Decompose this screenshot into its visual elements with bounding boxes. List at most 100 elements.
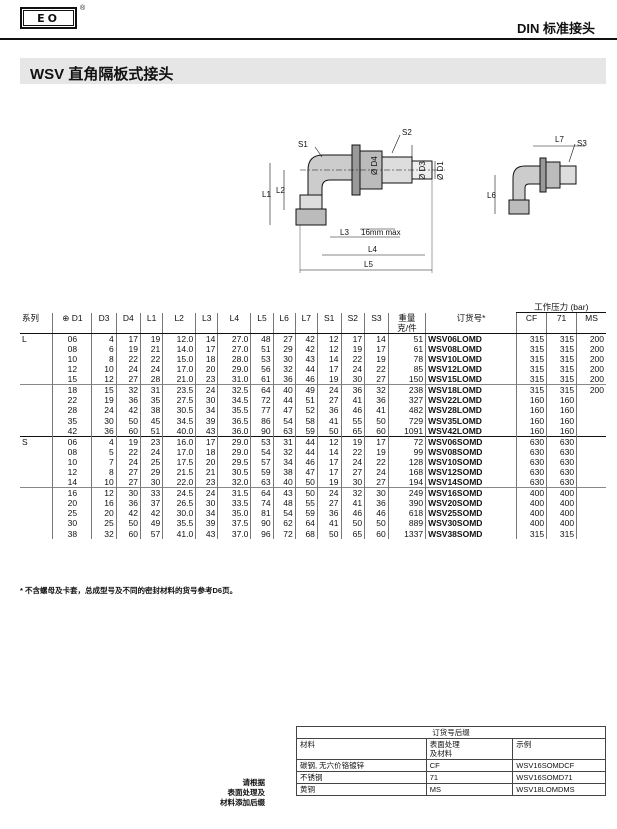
table-cell: 8 (91, 467, 117, 478)
table-cell: 37.5 (217, 518, 251, 529)
table-cell (576, 425, 606, 437)
table-cell: 27 (316, 395, 342, 406)
col-l5: L5 (250, 312, 274, 334)
col-series: 系列 (20, 312, 53, 334)
table-cell: 32 (364, 384, 389, 396)
table-cell: 38 (140, 405, 163, 416)
table-cell: 50 (115, 518, 141, 529)
col-l7: L7 (294, 312, 318, 334)
table-cell: 96 (250, 528, 274, 539)
table-cell (576, 467, 606, 478)
table-cell: 90 (250, 518, 274, 529)
table-cell: 315 (516, 332, 547, 344)
cell-series (20, 344, 53, 354)
table-cell: 238 (387, 384, 426, 396)
table-cell: 63 (272, 425, 296, 437)
table-cell: 12 (316, 343, 342, 354)
table-cell: 37.0 (217, 528, 251, 539)
table-cell: 729 (387, 415, 426, 426)
table-cell: 49 (140, 518, 163, 529)
table-cell: 62 (272, 518, 296, 529)
table-cell: 34 (195, 405, 218, 416)
table-cell: 22 (364, 456, 389, 467)
table-cell: 22 (115, 353, 141, 365)
table-cell: 30 (115, 487, 141, 499)
suffix-row-example: WSV18LOMDMS (512, 783, 606, 796)
table-cell: 315 (516, 374, 547, 385)
table-cell: 30 (140, 477, 163, 488)
table-cell: 19 (316, 374, 342, 385)
table-cell: 42 (294, 332, 318, 344)
table-cell (576, 395, 606, 406)
table-cell: WSV08LOMD (425, 343, 517, 354)
table-cell: WSV10SOMD (425, 456, 517, 467)
table-cell: 61 (250, 374, 274, 385)
table-cell: 160 (546, 405, 577, 416)
table-cell: 37 (140, 498, 163, 509)
fitting-drawing: S1 S2 L1 L2 L3 16mm max L4 L5 Ø D4 Ø D3 … (262, 128, 445, 273)
table-cell: 31 (140, 384, 163, 396)
table-cell: 160 (516, 405, 547, 416)
suffix-row-material: 不锈钢 (296, 771, 427, 784)
table-cell: 55 (340, 415, 365, 426)
section-title: DIN 标准接头 (516, 21, 595, 36)
table-cell: 52 (294, 405, 318, 416)
label-d1: Ø D1 (436, 161, 445, 180)
col-s3: S3 (364, 312, 389, 334)
table-cell: 12.0 (162, 332, 196, 344)
table-cell: 160 (546, 395, 577, 406)
label-l7: L7 (555, 135, 564, 144)
table-cell: 51 (294, 395, 318, 406)
table-cell: 61 (387, 343, 426, 354)
cell-series (20, 374, 53, 385)
table-cell: 42 (115, 508, 141, 519)
table-cell: 49 (294, 384, 318, 396)
table-cell: 22 (140, 353, 163, 365)
table-cell: 48 (272, 498, 296, 509)
suffix-head-material: 材料 (296, 738, 427, 760)
table-cell: 12 (91, 374, 117, 385)
table-cell: 19 (364, 446, 389, 457)
table-cell: 47 (294, 467, 318, 478)
table-cell: 17 (364, 343, 389, 354)
spec-table: 工作压力 (bar) 系列 ⊕ D1 D3 D4 L1 L2 L3 L4 L5 … (20, 302, 606, 539)
table-cell: 12 (91, 487, 117, 499)
table-cell: 46 (294, 374, 318, 385)
table-cell: WSV38SOMD (425, 528, 517, 539)
table-cell: 31 (272, 435, 296, 447)
table-cell: WSV42LOMD (425, 425, 517, 437)
table-cell: 53 (250, 435, 274, 447)
table-cell (576, 446, 606, 457)
table-cell: 51 (387, 332, 426, 344)
table-cell: 315 (516, 384, 547, 396)
label-s2: S2 (402, 128, 412, 137)
table-cell: 42 (115, 405, 141, 416)
table-cell: 315 (516, 528, 547, 539)
table-cell: 48 (250, 332, 274, 344)
table-cell: 10 (52, 353, 92, 365)
label-s1: S1 (298, 140, 308, 149)
suffix-row-code: MS (425, 783, 514, 796)
table-cell: 12 (52, 467, 92, 478)
col-d4: D4 (115, 312, 141, 334)
table-cell: 30 (340, 374, 365, 385)
table-cell: 5 (91, 446, 117, 457)
table-cell: 27.0 (217, 332, 251, 344)
table-cell: 19 (340, 343, 365, 354)
table-cell: 36 (91, 425, 117, 437)
table-cell: 400 (516, 518, 547, 529)
table-cell: 23 (140, 435, 163, 447)
table-cell: 19 (340, 435, 365, 447)
table-cell: 24 (115, 364, 141, 375)
table-cell: 17.0 (162, 364, 196, 375)
table-cell: 55 (294, 498, 318, 509)
table-cell: 19 (115, 343, 141, 354)
cell-series (20, 447, 53, 457)
table-cell: 30.5 (162, 405, 196, 416)
table-cell: 08 (52, 446, 92, 457)
